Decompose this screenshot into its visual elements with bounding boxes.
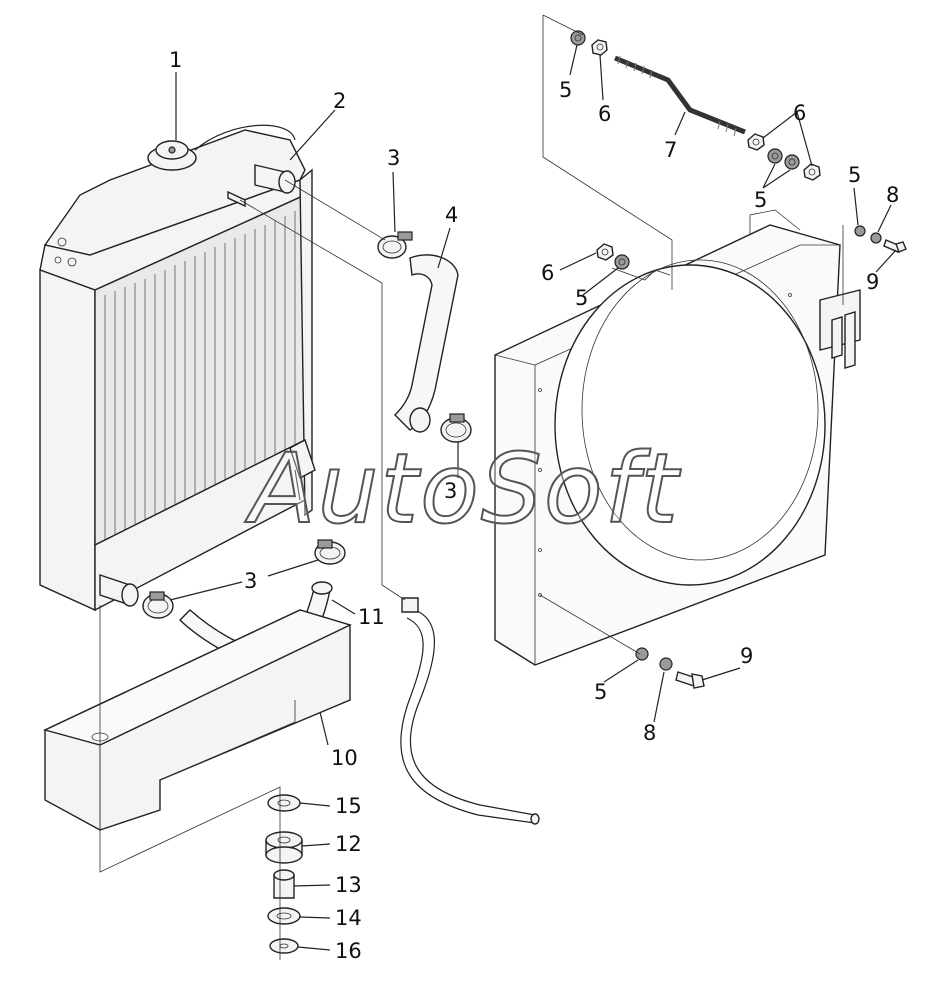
callout-9-shroud: 9 [740, 644, 753, 668]
shroud-bracket [819, 289, 861, 369]
callout-1: 1 [169, 48, 182, 72]
overflow-tube [400, 597, 540, 825]
radiator-support-block [42, 609, 352, 831]
callout-5-tie-rod: 5 [754, 188, 767, 212]
callout-15: 15 [335, 794, 362, 818]
tie-rod [614, 55, 746, 137]
callout-3-upper: 3 [387, 146, 400, 170]
callout-5-shroud-top: 5 [575, 286, 588, 310]
assembly-lines [99, 14, 844, 960]
callout-4: 4 [445, 203, 458, 227]
autosoft-watermark: AutoSoft [244, 433, 681, 545]
callout-6-shroud: 6 [541, 261, 554, 285]
callout-5-bracket: 5 [848, 163, 861, 187]
callout-14: 14 [335, 906, 362, 930]
upper-hose [394, 254, 459, 433]
callout-13: 13 [335, 873, 362, 897]
lower-outlet-pipe [99, 574, 139, 607]
callout-10: 10 [331, 746, 358, 770]
hose-clamp-middle [440, 413, 472, 443]
radiator [39, 124, 316, 612]
callout-3-lower: 3 [244, 569, 257, 593]
hose-clamp-upper [377, 231, 413, 259]
callout-12: 12 [335, 832, 362, 856]
mount-stack [265, 794, 303, 954]
callout-5-top: 5 [559, 78, 572, 102]
callout-6-top: 6 [598, 102, 611, 126]
fan-shroud [494, 209, 841, 666]
callout-8-shroud: 8 [643, 721, 656, 745]
callout-8-bracket: 8 [886, 183, 899, 207]
callout-9-bracket: 9 [866, 270, 879, 294]
hose-clamp-lower-left [142, 591, 174, 619]
callout-5-shroud-bottom: 5 [594, 680, 607, 704]
callout-3-middle: 3 [444, 479, 457, 503]
callout-labels: 1 2 3 3 3 4 5 5 5 5 5 6 6 6 7 8 8 9 9 10… [169, 48, 899, 963]
callout-11: 11 [358, 605, 385, 629]
radiator-core-fins [104, 211, 296, 540]
callout-7: 7 [664, 138, 677, 162]
upper-outlet-pipe [254, 164, 296, 194]
leader-lines [169, 44, 897, 951]
filler-cap [147, 140, 197, 171]
callout-2: 2 [333, 89, 346, 113]
hose-clamp-lower-right [314, 539, 346, 565]
callout-16: 16 [335, 939, 362, 963]
callout-6-tie-rod: 6 [793, 101, 806, 125]
